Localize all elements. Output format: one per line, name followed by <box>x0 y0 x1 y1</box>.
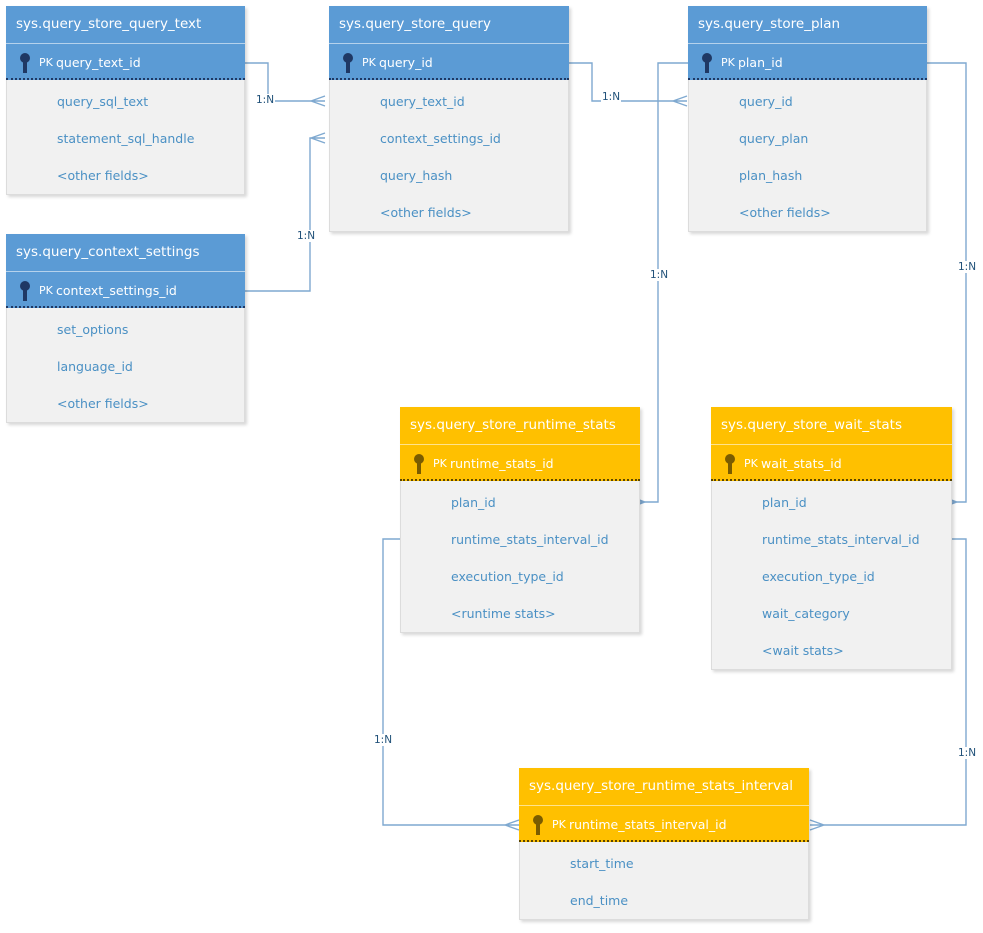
pk-badge: PK <box>362 56 376 69</box>
entity-field: <runtime stats> <box>451 606 556 621</box>
entity-field: start_time <box>570 856 634 871</box>
pk-badge: PK <box>721 56 735 69</box>
entity-fields: set_options language_id <other fields> <box>6 308 245 423</box>
cardinality-label-plan-runtime: 1:N <box>649 269 670 281</box>
entity-field: query_sql_text <box>57 94 149 109</box>
entity-field: query_plan <box>739 131 809 146</box>
entity-primary-key-row[interactable]: PK plan_id <box>688 43 927 80</box>
connector-interval-to-runtime-stats <box>382 538 520 831</box>
entity-fields: query_id query_plan plan_hash <other fie… <box>688 80 927 232</box>
entity-field: query_text_id <box>380 94 465 109</box>
entity-query-store-runtime-stats[interactable]: sys.query_store_runtime_stats PK runtime… <box>400 407 640 633</box>
pk-badge: PK <box>744 457 758 470</box>
key-icon <box>343 53 353 73</box>
entity-field: plan_hash <box>739 168 803 183</box>
cardinality-label-interval-wait: 1:N <box>957 747 978 759</box>
entity-primary-key-row[interactable]: PK context_settings_id <box>6 271 245 308</box>
entity-query-store-plan[interactable]: sys.query_store_plan PK plan_id query_id… <box>688 6 927 232</box>
entity-primary-key-row[interactable]: PK runtime_stats_interval_id <box>519 805 809 842</box>
entity-field: plan_id <box>762 495 807 510</box>
connector-interval-to-wait-stats <box>809 538 967 831</box>
connector-query-to-plan <box>569 62 688 107</box>
entity-title: sys.query_store_plan <box>688 6 927 43</box>
entity-field: execution_type_id <box>762 569 875 584</box>
entity-title: sys.query_context_settings <box>6 234 245 271</box>
entity-title: sys.query_store_query_text <box>6 6 245 43</box>
entity-fields: query_sql_text statement_sql_handle <oth… <box>6 80 245 195</box>
entity-field: <wait stats> <box>762 643 844 658</box>
pk-badge: PK <box>552 818 566 831</box>
connector-plan-to-runtime-stats <box>630 62 688 508</box>
entity-primary-key-row[interactable]: PK query_id <box>329 43 569 80</box>
cardinality-label-plan-wait: 1:N <box>957 261 978 273</box>
pk-field-name: query_text_id <box>56 55 141 70</box>
entity-query-store-runtime-stats-interval[interactable]: sys.query_store_runtime_stats_interval P… <box>519 768 809 920</box>
pk-field-name: plan_id <box>738 55 783 70</box>
entity-field: execution_type_id <box>451 569 564 584</box>
connector-plan-to-wait-stats <box>927 62 967 508</box>
key-icon <box>20 281 30 301</box>
entity-field: language_id <box>57 359 133 374</box>
entity-fields: query_text_id context_settings_id query_… <box>329 80 569 232</box>
entity-fields: plan_id runtime_stats_interval_id execut… <box>711 481 952 670</box>
entity-fields: start_time end_time <box>519 842 809 920</box>
entity-field: <other fields> <box>380 205 472 220</box>
entity-primary-key-row[interactable]: PK runtime_stats_id <box>400 444 640 481</box>
connector-text-to-query <box>245 62 326 107</box>
entity-field: <other fields> <box>57 396 149 411</box>
pk-field-name: runtime_stats_interval_id <box>569 817 727 832</box>
entity-fields: plan_id runtime_stats_interval_id execut… <box>400 481 640 633</box>
entity-title: sys.query_store_query <box>329 6 569 43</box>
entity-field: end_time <box>570 893 629 908</box>
entity-primary-key-row[interactable]: PK wait_stats_id <box>711 444 952 481</box>
pk-badge: PK <box>39 56 53 69</box>
pk-badge: PK <box>433 457 447 470</box>
pk-field-name: runtime_stats_id <box>450 456 554 471</box>
cardinality-label-text-query: 1:N <box>255 94 276 106</box>
entity-query-store-query[interactable]: sys.query_store_query PK query_id query_… <box>329 6 569 232</box>
pk-field-name: context_settings_id <box>56 283 177 298</box>
pk-badge: PK <box>39 284 53 297</box>
entity-field: context_settings_id <box>380 131 501 146</box>
entity-field: query_id <box>739 94 793 109</box>
pk-field-name: wait_stats_id <box>761 456 842 471</box>
entity-field: runtime_stats_interval_id <box>451 532 609 547</box>
entity-title: sys.query_store_runtime_stats_interval <box>519 768 809 805</box>
cardinality-label-context-query: 1:N <box>296 230 317 242</box>
entity-title: sys.query_store_runtime_stats <box>400 407 640 444</box>
entity-query-context-settings[interactable]: sys.query_context_settings PK context_se… <box>6 234 245 423</box>
entity-query-store-wait-stats[interactable]: sys.query_store_wait_stats PK wait_stats… <box>711 407 952 670</box>
entity-primary-key-row[interactable]: PK query_text_id <box>6 43 245 80</box>
entity-field: plan_id <box>451 495 496 510</box>
entity-field: statement_sql_handle <box>57 131 195 146</box>
pk-field-name: query_id <box>379 55 433 70</box>
cardinality-label-query-plan: 1:N <box>601 91 622 103</box>
cardinality-label-interval-runtime: 1:N <box>373 734 394 746</box>
key-icon <box>533 815 543 835</box>
entity-field: wait_category <box>762 606 850 621</box>
entity-field: runtime_stats_interval_id <box>762 532 920 547</box>
entity-field: <other fields> <box>739 205 831 220</box>
connector-context-to-query <box>245 132 326 292</box>
key-icon <box>20 53 30 73</box>
key-icon <box>702 53 712 73</box>
entity-query-store-query-text[interactable]: sys.query_store_query_text PK query_text… <box>6 6 245 195</box>
entity-field: query_hash <box>380 168 453 183</box>
entity-title: sys.query_store_wait_stats <box>711 407 952 444</box>
key-icon <box>414 454 424 474</box>
key-icon <box>725 454 735 474</box>
entity-field: <other fields> <box>57 168 149 183</box>
entity-field: set_options <box>57 322 129 337</box>
